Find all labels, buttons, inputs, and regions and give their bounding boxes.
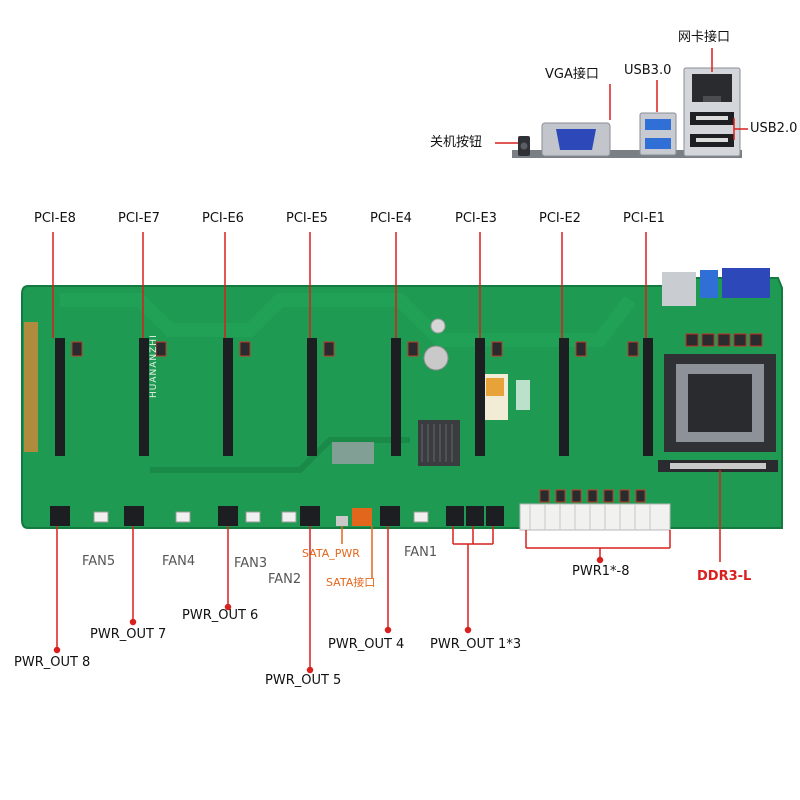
rear-io-strip [512, 67, 742, 158]
board-trace-band [60, 293, 636, 347]
pcie-slot-1 [643, 338, 653, 456]
pcie3-label: PCI-E3 [455, 211, 497, 226]
info-sticker-graphic [486, 378, 504, 396]
cmos-battery [423, 345, 449, 371]
board-lan-jack [662, 272, 696, 306]
fan4-label: FAN4 [162, 554, 196, 569]
sata-pwr-label: SATA_PWR [302, 547, 360, 560]
sodimm-slot-contacts [670, 463, 766, 469]
pcie6-label: PCI-E6 [202, 211, 244, 226]
motherboard [21, 268, 783, 531]
pwr-out-4-header [380, 506, 400, 526]
vga-connector-body [556, 129, 596, 150]
pwr-main-label: PWR1*-8 [572, 564, 630, 579]
vga-port-label: VGA接口 [545, 67, 599, 82]
fan5-header [93, 511, 109, 523]
pcie-slot-4 [391, 338, 401, 456]
pcie5-label: PCI-E5 [286, 211, 328, 226]
io-plate [512, 150, 742, 158]
edge-components [24, 322, 38, 452]
leader-lines [52, 48, 748, 674]
msata-area [332, 442, 374, 464]
pcie-slot-2 [559, 338, 569, 456]
fan2-header [281, 511, 297, 523]
usb20-tongue-lower [696, 138, 728, 142]
pwr-out-headers [50, 506, 504, 526]
pwr-out-2-header [466, 506, 484, 526]
sata-port-label: SATA接口 [326, 576, 376, 589]
pcie-slot-5 [307, 338, 317, 456]
board-vga-jack [722, 268, 770, 298]
pcie-slot-7 [139, 338, 149, 456]
pwr-out-8-header [50, 506, 70, 526]
pcie8-label: PCI-E8 [34, 211, 76, 226]
pwr-out-4-label: PWR_OUT 4 [328, 637, 405, 652]
pwr-out-1-3-label: PWR_OUT 1*3 [430, 637, 522, 652]
ddr3-label: DDR3-L [697, 569, 752, 584]
fan4-header [175, 511, 191, 523]
fan3-header [245, 511, 261, 523]
pwr-out-6-header [218, 506, 238, 526]
usb30-port-lower [645, 138, 671, 149]
pwr-out-7-header [124, 506, 144, 526]
fan1-header [413, 511, 429, 523]
lan-port-label: 网卡接口 [678, 30, 731, 45]
power-stage-caps [685, 333, 763, 347]
fan3-label: FAN3 [234, 556, 268, 571]
cmos-capacitor [430, 318, 446, 334]
board-logo: HUANANZHI [149, 334, 159, 398]
pwr-out-8-label: PWR_OUT 8 [14, 655, 91, 670]
pwr-out-5-label: PWR_OUT 5 [265, 673, 342, 688]
lower-caps [539, 489, 646, 503]
atx-power-connector [519, 503, 671, 531]
usb20-tongue-upper [696, 116, 728, 120]
board-usb30-jack [700, 270, 718, 298]
power-button-label: 关机按钮 [430, 135, 483, 150]
usb30-port-upper [645, 119, 671, 130]
pcie-slots [55, 338, 653, 456]
pwr-out-1-header [446, 506, 464, 526]
chipset-heatsink [418, 420, 460, 466]
pwr-out-6-label: PWR_OUT 6 [182, 608, 259, 623]
sata-power-header [336, 516, 348, 526]
pwr-out-5-header [300, 506, 320, 526]
pcie7-label: PCI-E7 [118, 211, 160, 226]
pwr-out-7-label: PWR_OUT 7 [90, 627, 167, 642]
fan1-label: FAN1 [404, 545, 438, 560]
pcie2-label: PCI-E2 [539, 211, 581, 226]
pcie-slot-6 [223, 338, 233, 456]
usb30-label: USB3.0 [624, 63, 672, 78]
pcie4-label: PCI-E4 [370, 211, 412, 226]
fan5-label: FAN5 [82, 554, 116, 569]
pwr-out-3-header [486, 506, 504, 526]
pcie-slot-8 [55, 338, 65, 456]
lan-port-latch [703, 96, 721, 102]
fan2-label: FAN2 [268, 572, 302, 587]
pcie1-label: PCI-E1 [623, 211, 665, 226]
pcie-slot-3 [475, 338, 485, 456]
power-button-cap [520, 142, 528, 150]
label-sticker [516, 380, 530, 410]
slot-caps [71, 341, 639, 357]
usb20-label: USB2.0 [750, 121, 798, 136]
sata-port [352, 508, 372, 526]
cpu-socket-cavity [688, 374, 752, 432]
fan-headers [93, 511, 429, 523]
